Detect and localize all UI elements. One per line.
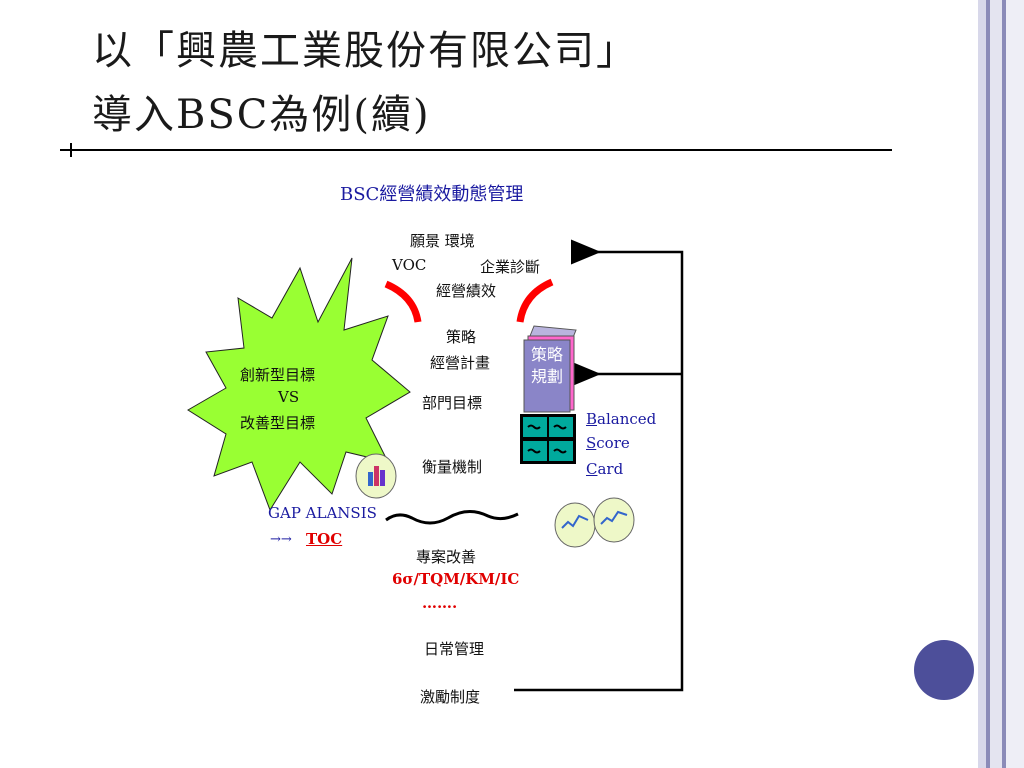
label-strategy: 策略 xyxy=(446,328,477,346)
line-chart-icon-2 xyxy=(593,497,635,543)
title-separator xyxy=(60,149,892,151)
diagram-heading: BSC經營績效動態管理 xyxy=(340,184,524,205)
right-red-arc xyxy=(516,278,554,323)
bsc-score: Score xyxy=(586,434,630,452)
right-border-band-dark xyxy=(986,0,990,768)
label-ellipsis: ……. xyxy=(422,594,458,612)
label-toc: TOC xyxy=(306,530,343,548)
star-label-improvement: 改善型目標 xyxy=(240,414,316,432)
slide-title-line2: 導入BSC為例(續) xyxy=(92,92,431,138)
gap-wave-line xyxy=(385,510,519,525)
bsc-balanced: Balanced xyxy=(586,410,657,428)
right-border-band-light xyxy=(990,0,1002,768)
slide-title-line1: 以「興農工業股份有限公司」 xyxy=(92,28,638,74)
star-label-innovative: 創新型目標 xyxy=(240,366,316,384)
label-incentive: 激勵制度 xyxy=(420,688,481,706)
label-methods: 6σ/TQM/KM/IC xyxy=(392,570,520,588)
star-label-vs: VS xyxy=(278,388,300,406)
feedback-loop-line xyxy=(514,239,684,692)
right-border-band xyxy=(978,0,986,768)
label-project-improvement: 專案改善 xyxy=(416,548,477,566)
scorecard-grid-icon xyxy=(520,414,576,464)
label-dept-goals: 部門目標 xyxy=(422,394,483,412)
accent-circle xyxy=(914,640,974,700)
label-performance: 經營績效 xyxy=(436,282,497,300)
label-diagnosis: 企業診斷 xyxy=(480,258,541,276)
strategy-book-icon xyxy=(523,325,577,413)
label-vision: 願景 環境 xyxy=(410,232,475,250)
right-border-band-dark2 xyxy=(1002,0,1006,768)
line-chart-icon-1 xyxy=(554,502,596,548)
label-daily-mgmt: 日常管理 xyxy=(424,640,485,658)
label-gap-analysis: GAP ALANSIS xyxy=(268,504,377,522)
label-business-plan: 經營計畫 xyxy=(430,354,491,372)
bsc-card: Card xyxy=(586,460,624,478)
label-voc: VOC xyxy=(392,256,427,274)
left-red-arc xyxy=(384,280,422,323)
bar-chart-icon xyxy=(355,453,397,499)
right-border-band-edge xyxy=(1006,0,1024,768)
toc-arrows: →→ xyxy=(270,532,292,547)
goal-starburst xyxy=(187,257,411,512)
book-label-strategy: 策略 xyxy=(530,345,563,364)
separator-tick xyxy=(70,143,72,157)
book-label-planning: 規劃 xyxy=(530,367,563,386)
label-measurement: 衡量機制 xyxy=(422,458,483,476)
